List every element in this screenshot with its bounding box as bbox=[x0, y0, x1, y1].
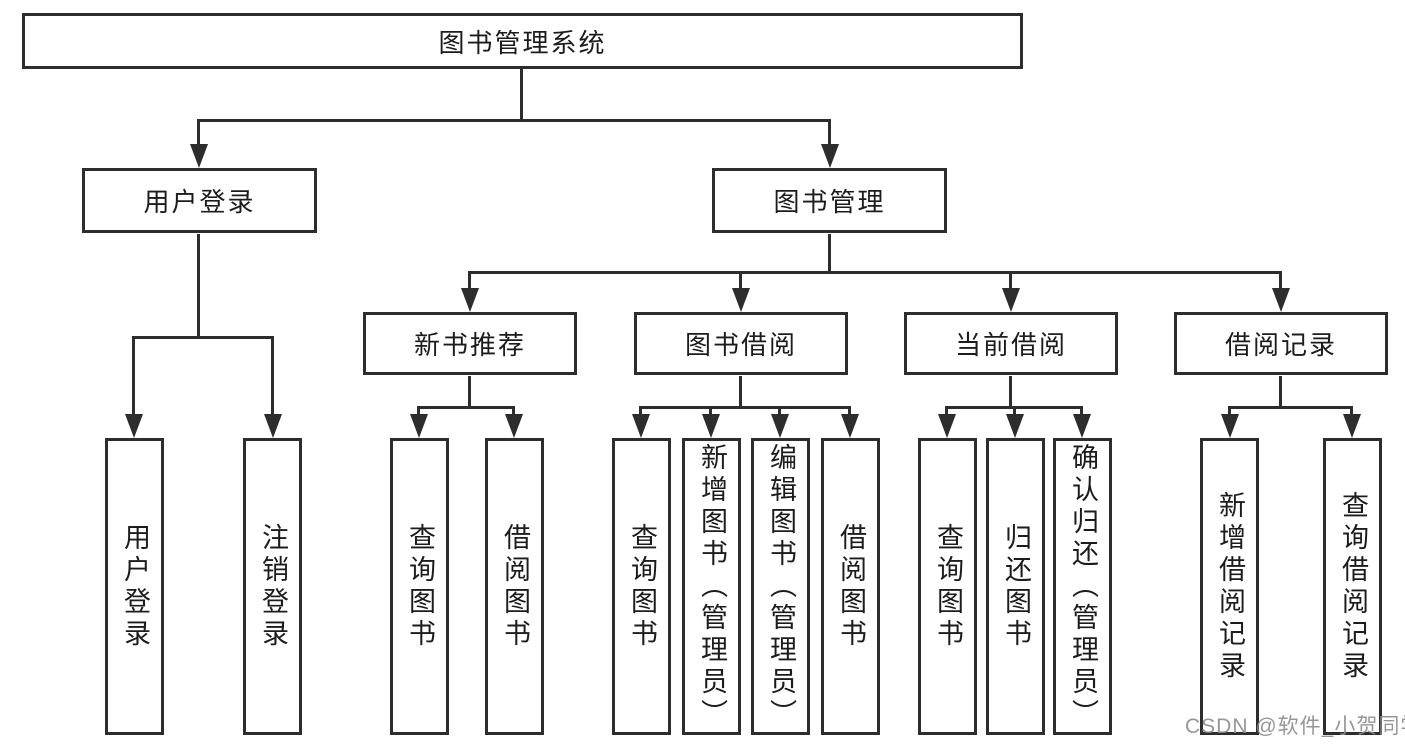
arrow-down-icon bbox=[841, 414, 859, 438]
leaf-query-books-current: 查询图书 bbox=[918, 438, 977, 735]
connector-line bbox=[639, 406, 851, 409]
connector-line bbox=[1279, 376, 1282, 408]
arrow-down-icon bbox=[125, 414, 143, 438]
arrow-down-icon bbox=[821, 144, 839, 168]
connector-line bbox=[132, 336, 274, 339]
arrow-down-icon bbox=[190, 144, 208, 168]
arrow-down-icon bbox=[702, 414, 720, 438]
leaf-query-borrow-record: 查询借阅记录 bbox=[1323, 438, 1382, 735]
leaf-user-login: 用户登录 bbox=[105, 438, 164, 735]
node-user-login: 用户登录 bbox=[82, 168, 317, 233]
connector-line bbox=[197, 119, 831, 122]
connector-line bbox=[1228, 406, 1353, 409]
connector-line bbox=[945, 406, 948, 418]
arrow-down-icon bbox=[1073, 414, 1091, 438]
leaf-borrow-books-recommend: 借阅图书 bbox=[485, 438, 544, 735]
watermark-text: CSDN @软件_小贺同学 bbox=[1185, 715, 1405, 738]
node-book-borrowing: 图书借阅 bbox=[634, 312, 848, 375]
arrow-down-icon bbox=[938, 414, 956, 438]
arrow-down-icon bbox=[732, 288, 750, 312]
leaf-add-book-admin: 新增图书（管理员） bbox=[682, 438, 741, 735]
connector-line bbox=[1080, 406, 1083, 418]
connector-line bbox=[848, 406, 851, 418]
connector-line bbox=[512, 406, 515, 418]
arrow-down-icon bbox=[505, 414, 523, 438]
connector-line bbox=[639, 406, 642, 418]
arrow-down-icon bbox=[632, 414, 650, 438]
arrow-down-icon bbox=[1343, 414, 1361, 438]
leaf-query-books-borrowing: 查询图书 bbox=[612, 438, 671, 735]
arrow-down-icon bbox=[461, 288, 479, 312]
node-book-management: 图书管理 bbox=[712, 168, 947, 233]
connector-line bbox=[520, 68, 523, 121]
connector-line bbox=[739, 376, 742, 408]
connector-line bbox=[1279, 271, 1282, 291]
arrow-down-icon bbox=[1221, 414, 1239, 438]
leaf-edit-book-admin: 编辑图书（管理员） bbox=[751, 438, 810, 735]
connector-line bbox=[739, 271, 742, 291]
arrow-down-icon bbox=[771, 414, 789, 438]
arrow-down-icon bbox=[410, 414, 428, 438]
connector-line bbox=[417, 406, 420, 418]
connector-line bbox=[417, 406, 515, 409]
connector-line bbox=[1013, 406, 1016, 418]
connector-line bbox=[1228, 406, 1231, 418]
connector-line bbox=[1350, 406, 1353, 418]
connector-line bbox=[197, 234, 200, 338]
connector-line bbox=[828, 234, 831, 274]
connector-line bbox=[132, 336, 135, 418]
connector-line bbox=[1009, 376, 1012, 408]
connector-line bbox=[828, 120, 831, 148]
leaf-add-borrow-record: 新增借阅记录 bbox=[1200, 438, 1259, 735]
leaf-logout: 注销登录 bbox=[243, 438, 302, 735]
connector-line bbox=[468, 271, 1282, 274]
node-current-borrowing: 当前借阅 bbox=[904, 312, 1118, 375]
node-library-system: 图书管理系统 bbox=[22, 13, 1023, 69]
connector-line bbox=[468, 376, 471, 408]
connector-line bbox=[778, 406, 781, 418]
arrow-down-icon bbox=[264, 414, 282, 438]
leaf-borrow-books-borrowing: 借阅图书 bbox=[821, 438, 880, 735]
node-borrowing-records: 借阅记录 bbox=[1174, 312, 1388, 375]
node-new-book-recommendation: 新书推荐 bbox=[363, 312, 577, 375]
connector-line bbox=[271, 336, 274, 418]
connector-line bbox=[197, 120, 200, 148]
arrow-down-icon bbox=[1006, 414, 1024, 438]
leaf-return-book: 归还图书 bbox=[986, 438, 1045, 735]
leaf-confirm-return-admin: 确认归还（管理员） bbox=[1053, 438, 1112, 735]
connector-line bbox=[468, 271, 471, 291]
arrow-down-icon bbox=[1002, 288, 1020, 312]
arrow-down-icon bbox=[1272, 288, 1290, 312]
connector-line bbox=[709, 406, 712, 418]
connector-line bbox=[1009, 271, 1012, 291]
leaf-query-books-recommend: 查询图书 bbox=[390, 438, 449, 735]
